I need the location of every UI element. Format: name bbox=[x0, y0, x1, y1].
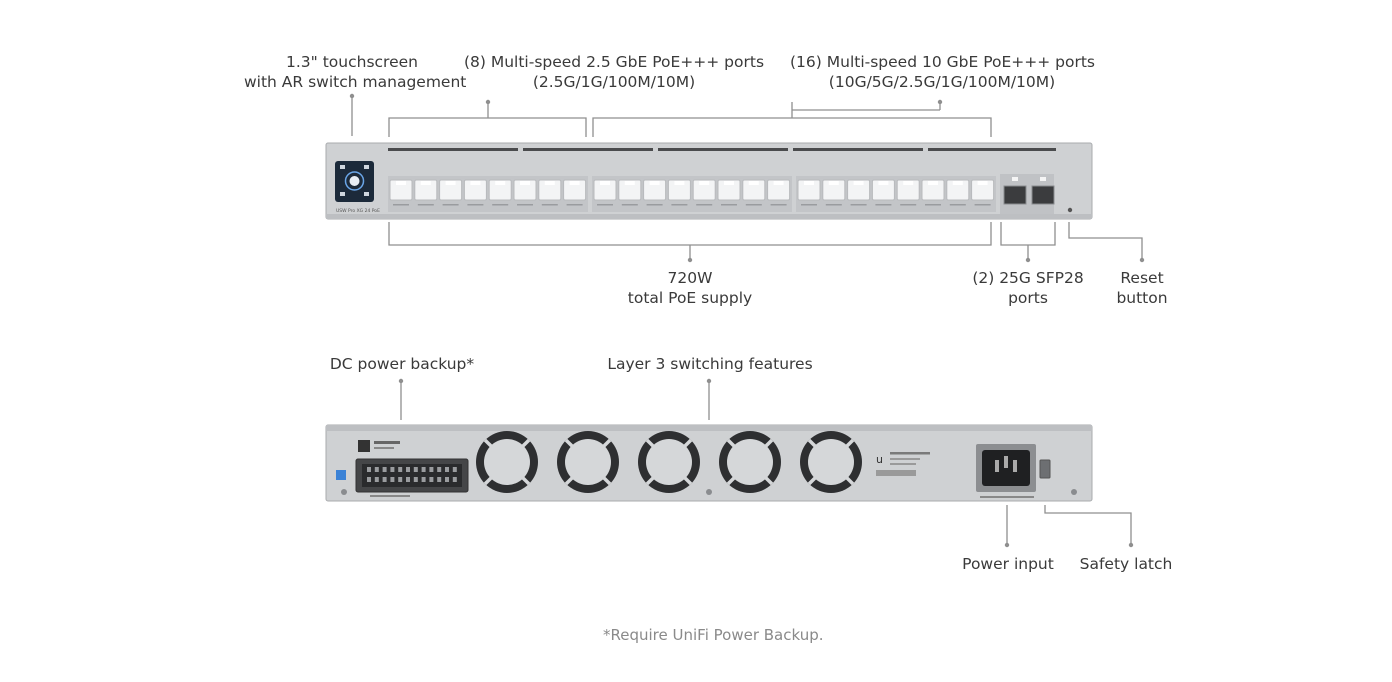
dc-backup-label-text: DC power backup* bbox=[329, 355, 475, 373]
reset-label: Reset button bbox=[1102, 268, 1182, 308]
rj45-port-17[interactable] bbox=[797, 179, 821, 206]
front-leader-lines bbox=[349, 93, 1145, 263]
ports-10g-label: (16) Multi-speed 10 GbE PoE+++ ports (10… bbox=[790, 52, 1096, 92]
rj45-port-1[interactable] bbox=[389, 179, 413, 206]
reset-button[interactable] bbox=[1067, 207, 1073, 213]
ports-2-5g-label-line1: (8) Multi-speed 2.5 GbE PoE+++ ports bbox=[463, 53, 765, 71]
front-chassis-bottom-edge bbox=[326, 214, 1092, 219]
ports-10g-label-line2: (10G/5G/2.5G/1G/100M/10M) bbox=[828, 73, 1056, 91]
rj45-port-18[interactable] bbox=[822, 179, 846, 206]
ubiquiti-logo-icon: u bbox=[876, 453, 883, 466]
touchscreen-label-line1: 1.3" touchscreen bbox=[286, 53, 418, 71]
power-input-label-text: Power input bbox=[962, 555, 1054, 573]
rj45-port-12[interactable] bbox=[667, 179, 691, 206]
fan-4 bbox=[719, 431, 781, 493]
poe-supply-label-line2: total PoE supply bbox=[627, 289, 753, 307]
rj45-port-21[interactable] bbox=[896, 179, 920, 206]
power-input-socket[interactable] bbox=[976, 444, 1036, 498]
dc-backup-label: DC power backup* bbox=[312, 354, 492, 374]
rj45-port-array bbox=[388, 176, 996, 212]
poe-supply-label-line1: 720W bbox=[667, 269, 713, 287]
touchscreen-label: 1.3" touchscreen with AR switch manageme… bbox=[244, 52, 467, 92]
rear-leader-lines bbox=[398, 378, 1134, 548]
sfp28-label-line1: (2) 25G SFP28 bbox=[972, 269, 1084, 287]
fan-1 bbox=[476, 431, 538, 493]
touchscreen-display[interactable] bbox=[335, 161, 374, 202]
front-panel-model-text: USW Pro XG 24 PoE bbox=[336, 208, 380, 214]
ports-10g-label-line1: (16) Multi-speed 10 GbE PoE+++ ports bbox=[790, 53, 1096, 71]
rj45-port-3[interactable] bbox=[439, 179, 463, 206]
rj45-port-22[interactable] bbox=[921, 179, 945, 206]
sfp28-label-line2: ports bbox=[1008, 289, 1048, 307]
rj45-port-9[interactable] bbox=[593, 179, 617, 206]
rear-logo-area: u bbox=[876, 452, 930, 476]
reset-label-line2: button bbox=[1116, 289, 1168, 307]
layer3-label-text: Layer 3 switching features bbox=[607, 355, 813, 373]
rj45-port-7[interactable] bbox=[538, 179, 562, 206]
layer3-label: Layer 3 switching features bbox=[590, 354, 830, 374]
rj45-port-15[interactable] bbox=[742, 179, 766, 206]
footnote: *Require UniFi Power Backup. bbox=[603, 626, 824, 644]
rear-screws bbox=[341, 489, 1077, 495]
rear-chassis-top-edge bbox=[326, 425, 1092, 431]
rj45-port-16[interactable] bbox=[767, 179, 791, 206]
rj45-port-10[interactable] bbox=[618, 179, 642, 206]
front-vent-bars bbox=[388, 148, 1056, 151]
safety-latch-label-text: Safety latch bbox=[1079, 555, 1173, 573]
power-input-label: Power input bbox=[948, 554, 1068, 574]
ports-2-5g-label: (8) Multi-speed 2.5 GbE PoE+++ ports (2.… bbox=[462, 52, 766, 92]
cooling-fans bbox=[476, 431, 862, 493]
ports-2-5g-label-line2: (2.5G/1G/100M/10M) bbox=[532, 73, 696, 91]
rj45-port-4[interactable] bbox=[463, 179, 487, 206]
fan-5 bbox=[800, 431, 862, 493]
rj45-port-20[interactable] bbox=[871, 179, 895, 206]
sfp28-label: (2) 25G SFP28 ports bbox=[958, 268, 1098, 308]
dc-connector-pins bbox=[367, 467, 457, 482]
rj45-port-19[interactable] bbox=[847, 179, 871, 206]
rj45-port-8[interactable] bbox=[563, 179, 587, 206]
sfp28-ports[interactable] bbox=[1000, 174, 1055, 214]
rj45-port-5[interactable] bbox=[488, 179, 512, 206]
touchscreen-label-line2: with AR switch management bbox=[244, 73, 467, 91]
rj45-port-24[interactable] bbox=[971, 179, 995, 206]
rj45-port-6[interactable] bbox=[513, 179, 537, 206]
reset-label-line1: Reset bbox=[1120, 269, 1164, 287]
fan-3 bbox=[638, 431, 700, 493]
safety-latch[interactable] bbox=[1039, 459, 1051, 479]
rj45-port-14[interactable] bbox=[717, 179, 741, 206]
rj45-port-13[interactable] bbox=[692, 179, 716, 206]
fan-2 bbox=[557, 431, 619, 493]
rj45-port-2[interactable] bbox=[414, 179, 438, 206]
rj45-port-11[interactable] bbox=[643, 179, 667, 206]
poe-supply-label: 720W total PoE supply bbox=[610, 268, 770, 308]
rj45-port-23[interactable] bbox=[946, 179, 970, 206]
safety-latch-label: Safety latch bbox=[1068, 554, 1184, 574]
